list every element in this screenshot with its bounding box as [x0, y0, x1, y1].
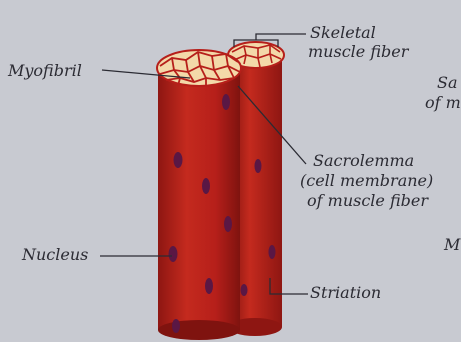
label-myofibril: Myofibril [8, 62, 82, 80]
label-striation: Striation [310, 284, 381, 302]
skeletal-leader [256, 34, 306, 40]
nucleus-mark [172, 319, 180, 333]
label-sarcolemma-line1: Sacrolemma [313, 152, 414, 170]
nucleus-mark [169, 246, 178, 262]
nucleus-mark [224, 216, 232, 232]
nucleus-mark [222, 94, 230, 110]
label-nucleus: Nucleus [22, 246, 88, 264]
label-sarcolemma-line2: (cell membrane) [300, 172, 433, 190]
label-skeletal-line2: muscle fiber [308, 43, 408, 61]
nucleus-mark [241, 284, 248, 296]
nucleus-mark [269, 245, 276, 259]
label-cut-right-1: Sa [437, 74, 458, 92]
nucleus-mark [255, 159, 262, 173]
fiber-bottom-left [158, 320, 240, 340]
muscle-fiber-left [157, 50, 241, 340]
nucleus-mark [202, 178, 210, 194]
nucleus-mark [205, 278, 213, 294]
label-cut-right-2: of m [425, 94, 461, 112]
label-cut-right-3: M [444, 236, 460, 254]
label-sarcolemma-line3: of muscle fiber [307, 192, 428, 210]
nucleus-mark [174, 152, 183, 168]
label-skeletal-line1: Skeletal [310, 24, 376, 42]
